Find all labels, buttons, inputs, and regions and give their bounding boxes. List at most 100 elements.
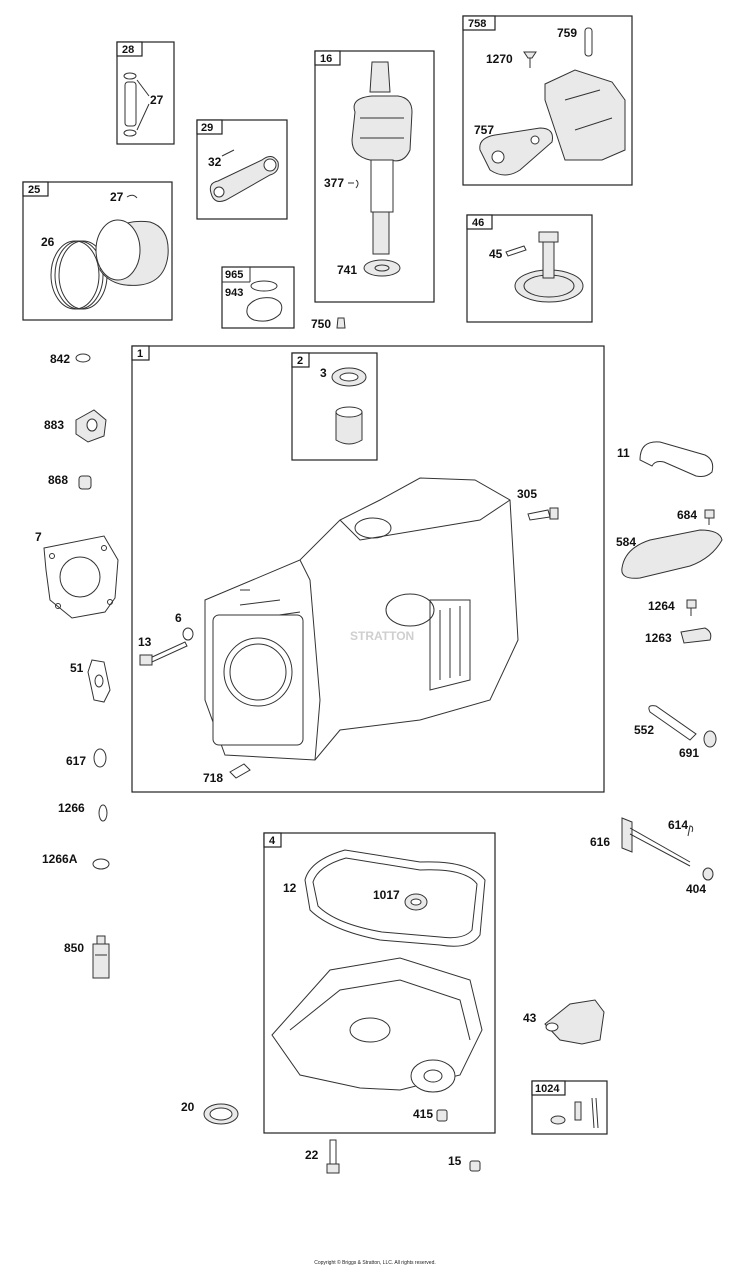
group-1: 1 2 3 STRATTON 305 6 13	[131, 345, 605, 793]
hitch-pin-614	[687, 825, 694, 837]
group-965: 965 943	[221, 266, 295, 329]
breather-tube	[639, 441, 714, 477]
group-28-label: 28	[122, 44, 134, 56]
label-750: 750	[311, 317, 331, 331]
label-27-ring: 27	[110, 190, 124, 204]
plug-750	[336, 317, 346, 329]
label-1266A: 1266A	[42, 852, 78, 866]
label-45: 45	[489, 247, 503, 261]
group-46-label: 46	[472, 217, 484, 229]
pin-759	[584, 27, 593, 57]
copyright-footer: Copyright © Briggs & Stratton, LLC. All …	[314, 1259, 436, 1266]
label-614: 614	[668, 818, 688, 832]
label-883: 883	[44, 418, 64, 432]
label-584: 584	[616, 535, 636, 549]
screw-1264	[686, 599, 697, 609]
plug-15	[469, 1160, 481, 1172]
group-16-label: 16	[320, 53, 332, 65]
crankcase-cover	[271, 957, 483, 1091]
bushing	[335, 411, 363, 445]
label-13: 13	[138, 635, 152, 649]
sealant-tube	[92, 943, 110, 979]
bolt-13	[149, 641, 188, 663]
group-28: 28 27	[116, 41, 175, 145]
label-20: 20	[181, 1100, 195, 1114]
gasket-943	[246, 297, 283, 322]
crankshaft-web	[351, 95, 413, 162]
group-965-label: 965	[225, 269, 243, 281]
label-51: 51	[70, 661, 84, 675]
plug-842	[75, 353, 91, 363]
group-25-label: 25	[28, 184, 40, 196]
label-12: 12	[283, 881, 297, 895]
group-16: 16 377 741	[314, 50, 435, 303]
gasket-51	[87, 659, 111, 703]
label-415: 415	[413, 1107, 433, 1121]
label-691: 691	[679, 746, 699, 760]
label-1017: 1017	[373, 888, 400, 902]
relief-valve-plunger	[574, 1101, 582, 1121]
label-7: 7	[35, 530, 42, 544]
group-2-label: 2	[297, 355, 303, 367]
label-32: 32	[208, 155, 222, 169]
label-43: 43	[523, 1011, 537, 1025]
governor-shaft	[542, 237, 555, 279]
label-11: 11	[617, 446, 630, 460]
o-ring-1266	[98, 804, 108, 822]
dipstick-tube	[648, 705, 697, 741]
label-26: 26	[41, 235, 55, 249]
label-404: 404	[686, 882, 706, 896]
label-377: 377	[324, 176, 344, 190]
label-3: 3	[320, 366, 327, 380]
governor-bracket	[544, 69, 626, 161]
label-1263: 1263	[645, 631, 672, 645]
label-617: 617	[66, 754, 86, 768]
label-850: 850	[64, 941, 84, 955]
watermark: STRATTON	[350, 629, 414, 643]
label-22: 22	[305, 1148, 319, 1162]
label-842: 842	[50, 352, 70, 366]
o-ring-691	[703, 730, 717, 748]
group-29-label: 29	[201, 122, 213, 134]
label-943: 943	[225, 287, 243, 299]
oil-pump	[544, 999, 605, 1045]
connecting-rod	[209, 156, 279, 202]
group-46: 46 45	[466, 214, 593, 323]
governor-lever	[621, 817, 633, 853]
washer-6	[182, 627, 194, 641]
o-ring-1266A	[92, 858, 110, 870]
screw-305	[527, 509, 551, 521]
bolt-22	[329, 1139, 337, 1167]
group-29: 29 32	[196, 119, 288, 220]
o-ring-617	[93, 748, 107, 768]
label-1264: 1264	[648, 599, 675, 613]
dowel-718	[229, 763, 251, 779]
group-1024-label: 1024	[535, 1083, 560, 1095]
label-718: 718	[203, 771, 223, 785]
cover-gasket	[304, 849, 486, 947]
label-552: 552	[634, 723, 654, 737]
label-15: 15	[448, 1154, 462, 1168]
label-1270: 1270	[486, 52, 513, 66]
group-4: 4 12 1017 415	[263, 832, 496, 1134]
label-27-pin: 27	[150, 93, 164, 107]
group-1024: 1024	[531, 1080, 608, 1135]
group-25: 25 27 26	[22, 181, 173, 321]
group-1-label: 1	[137, 348, 143, 360]
relief-valve-spring	[591, 1097, 599, 1129]
crankshaft-end	[369, 61, 391, 93]
group-758-label: 758	[468, 18, 486, 30]
relief-valve-ball	[550, 1115, 566, 1125]
label-1266: 1266	[58, 801, 85, 815]
washer-404	[702, 867, 714, 881]
fitting-868	[78, 475, 92, 490]
group-758: 758 759 1270 757	[462, 15, 633, 186]
label-741: 741	[337, 263, 357, 277]
bracket-1263	[680, 627, 712, 644]
group-2: 2 3	[291, 352, 378, 461]
label-6: 6	[175, 611, 182, 625]
label-759: 759	[557, 26, 577, 40]
label-868: 868	[48, 473, 68, 487]
piston-pin	[124, 81, 137, 127]
